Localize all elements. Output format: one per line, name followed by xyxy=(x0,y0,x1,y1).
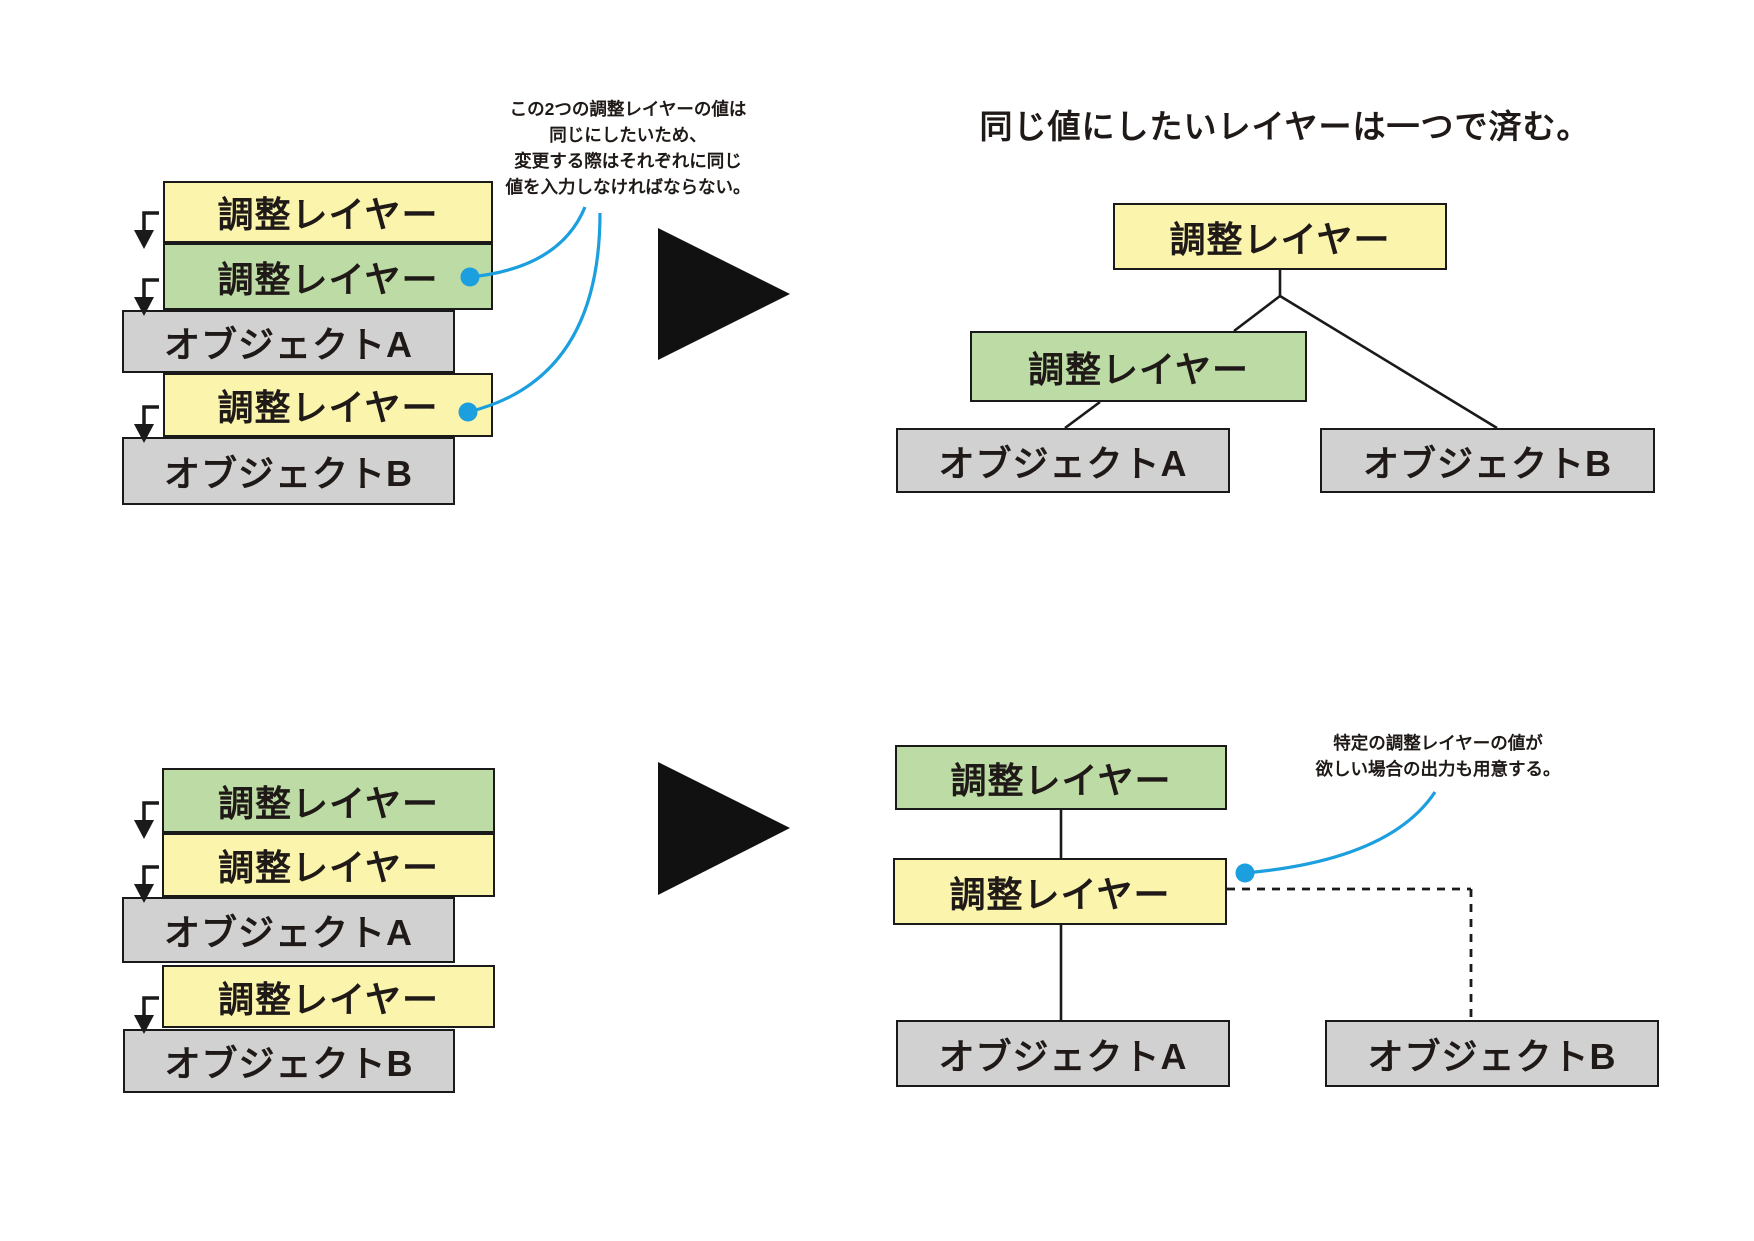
annotation-line: 同じにしたいため、 xyxy=(549,125,707,145)
bottom-annotation: 特定の調整レイヤーの値が 欲しい場合の出力も用意する。 xyxy=(1238,730,1638,782)
object-b-box: オブジェクトB xyxy=(1320,428,1655,493)
adjustment-layer-box: 調整レイヤー xyxy=(162,965,495,1028)
annotation-line: 欲しい場合の出力も用意する。 xyxy=(1315,759,1561,779)
top-annotation: この2つの調整レイヤーの値は 同じにしたいため、 変更する際はそれぞれに同じ 値… xyxy=(448,96,808,200)
adjustment-layer-box: 調整レイヤー xyxy=(895,745,1227,810)
adjustment-layer-box: 調整レイヤー xyxy=(1113,203,1447,270)
transform-arrow-icon xyxy=(658,762,790,895)
adjustment-layer-box: 調整レイヤー xyxy=(162,833,495,897)
adjustment-layer-box: 調整レイヤー xyxy=(163,373,493,437)
object-a-box: オブジェクトA xyxy=(122,310,455,373)
callout-dot-icon xyxy=(1235,863,1255,883)
object-b-box: オブジェクトB xyxy=(1325,1020,1659,1087)
adjustment-layer-box: 調整レイヤー xyxy=(163,181,493,243)
adjustment-layer-box: 調整レイヤー xyxy=(162,768,495,833)
object-b-box: オブジェクトB xyxy=(122,437,455,505)
object-a-box: オブジェクトA xyxy=(122,897,455,963)
transform-arrow-icon xyxy=(658,228,790,360)
dashed-connector-line xyxy=(1227,887,1473,1020)
annotation-line: 特定の調整レイヤーの値が xyxy=(1333,733,1543,753)
object-a-box: オブジェクトA xyxy=(896,1020,1230,1087)
top-right-title: 同じ値にしたいレイヤーは一つで済む。 xyxy=(979,108,1591,145)
annotation-line: 変更する際はそれぞれに同じ xyxy=(514,151,742,171)
object-a-box: オブジェクトA xyxy=(896,428,1230,493)
adjustment-layer-box: 調整レイヤー xyxy=(893,858,1227,925)
adjustment-layer-box: 調整レイヤー xyxy=(163,243,493,310)
annotation-line: この2つの調整レイヤーの値は xyxy=(509,99,747,119)
callout-curve xyxy=(1244,791,1437,875)
object-b-box: オブジェクトB xyxy=(123,1029,455,1093)
annotation-line: 値を入力しなければならない。 xyxy=(505,177,751,197)
adjustment-layer-box: 調整レイヤー xyxy=(970,331,1307,402)
